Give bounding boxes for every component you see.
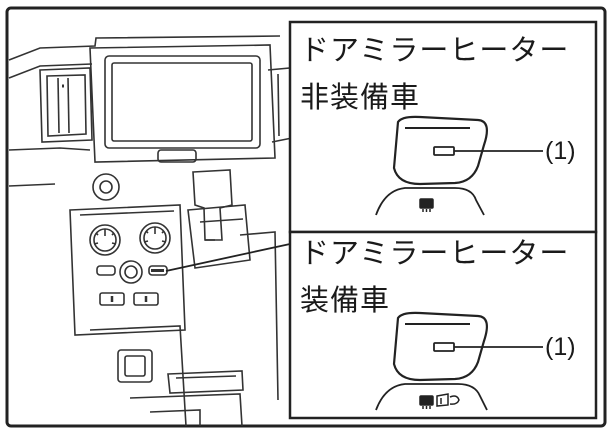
leader-line [165,243,291,272]
callout-title-line1: ドアミラーヒーター [300,236,570,270]
switch-illustration-without-heater [375,115,543,216]
mirror-heater-icon [436,393,460,407]
reference-label: (1) [545,137,576,165]
reference-label: (1) [545,333,576,361]
left-air-vent [39,67,93,143]
climate-knob-center [119,260,143,284]
rear-defroster-icon [419,198,434,212]
display-unit [89,44,276,163]
climate-knob-right [139,222,171,254]
lower-storage [117,349,153,383]
climate-knob-left [89,224,121,256]
switch-illustration-with-heater [375,311,543,411]
accessory-knob [92,173,120,201]
gear-selector [187,169,279,401]
rear-defroster-icon [419,395,434,409]
dashboard-illustration [8,35,293,427]
callout-title-line2: 装備車 [300,283,391,317]
callout-title-line2: 非装備車 [300,80,421,114]
callout-title-line1: ドアミラーヒーター [300,33,570,67]
center-console [69,204,186,336]
